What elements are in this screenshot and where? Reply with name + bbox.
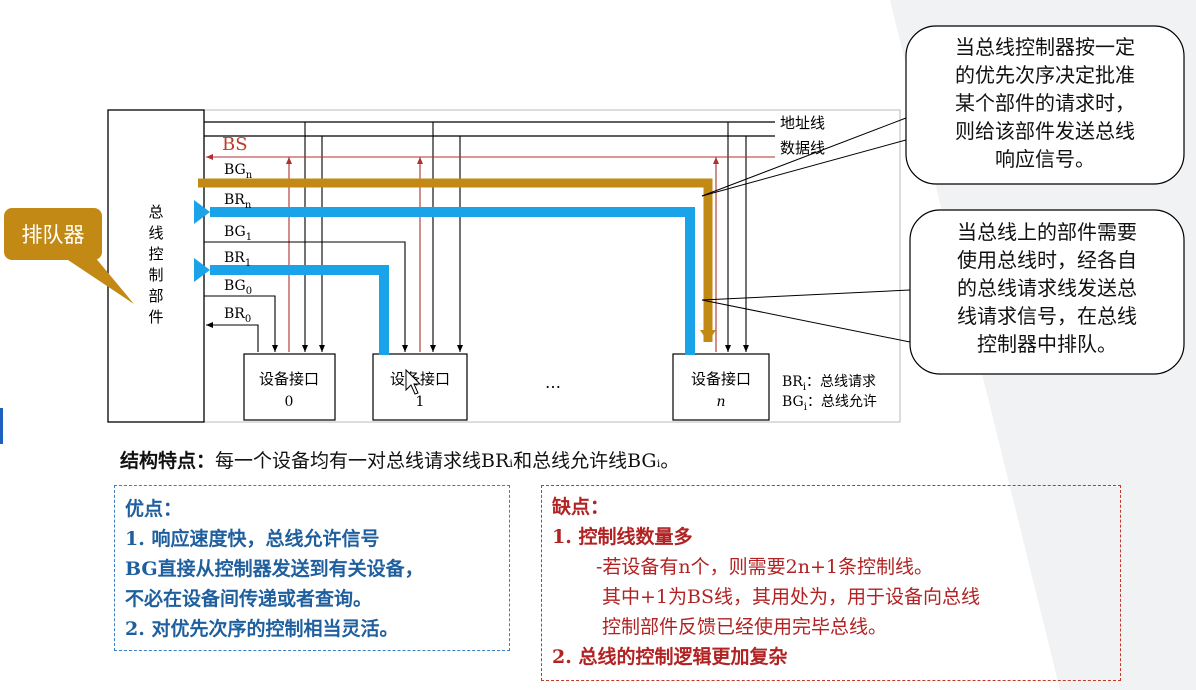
address-line-label: 地址线 <box>780 114 825 132</box>
mouse-cursor-icon <box>405 368 422 395</box>
device-0-title: 设备接口 <box>259 370 319 388</box>
advantages-title: 优点： <box>125 498 183 520</box>
disadvantages-item-1: 1. 控制线数量多 <box>552 526 693 548</box>
bus-controller-label-char: 件 <box>148 308 164 326</box>
bg1-label: BG1 <box>224 224 252 243</box>
brn-request-arrow <box>194 200 695 355</box>
bg0-label: BG0 <box>224 278 252 297</box>
disadvantages-sub-1: -若设备有n个，则需要2n+1条控制线。 <box>596 556 933 578</box>
device-interface-n <box>672 353 770 421</box>
advantages-line-1: 1. 响应速度快，总线允许信号 <box>125 528 380 550</box>
device-n-index: n <box>716 394 725 410</box>
advantages-line-3: 不必在设备间传递或者查询。 <box>125 588 373 610</box>
structure-characteristics: 结构特点：每一个设备均有一对总线请求线BRᵢ和总线允许线BGᵢ。 <box>120 446 679 473</box>
bus-controller-label-char: 部 <box>148 287 164 305</box>
bg-grant-arrow <box>198 178 716 342</box>
bg1-line <box>204 241 408 352</box>
disadvantages-box: 缺点： 1. 控制线数量多 -若设备有n个，则需要2n+1条控制线。 其中+1为… <box>541 485 1121 681</box>
device-0-index: 0 <box>285 394 294 410</box>
bus-controller-label-char: 线 <box>148 224 164 242</box>
structure-label: 结构特点： <box>120 450 216 472</box>
callout-top <box>905 25 1185 185</box>
structure-text: 每一个设备均有一对总线请求线BRᵢ和总线允许线BGᵢ。 <box>215 450 680 472</box>
bus-controller-box <box>107 109 205 423</box>
callout-pointers <box>701 117 911 343</box>
br1-label: BR1 <box>224 250 251 269</box>
callout-bottom-text: 当总线上的部件需要 使用总线时，经各自 的总线请求线发送总 线请求信号，在总线 … <box>957 220 1137 356</box>
callout-bottom <box>909 209 1185 375</box>
br1-request-arrow <box>194 258 389 355</box>
queue-label: 排队器 <box>4 208 102 260</box>
device-1-index: 1 <box>416 394 425 410</box>
bg0-line <box>204 295 278 352</box>
device-n-title: 设备接口 <box>691 370 751 388</box>
bus-controller-label-char: 控 <box>148 245 164 263</box>
disadvantages-title: 缺点： <box>552 496 610 518</box>
queue-pointer <box>62 256 134 304</box>
advantages-box: 优点： 1. 响应速度快，总线允许信号 BG直接从控制器发送到有关设备， 不必在… <box>114 485 510 651</box>
advantages-line-2: BG直接从控制器发送到有关设备， <box>125 558 424 580</box>
br0-line <box>206 322 259 352</box>
data-line-label: 数据线 <box>780 139 825 157</box>
brn-label: BRn <box>224 192 252 211</box>
device-ellipsis: … <box>545 373 561 392</box>
advantages-line-4: 2. 对优先次序的控制相当灵活。 <box>125 618 399 640</box>
legend-bgi: BGi：总线允许 <box>782 394 877 413</box>
bus-controller-label-char: 总 <box>148 203 164 221</box>
bus-drops <box>302 122 749 352</box>
slide-marker <box>0 408 3 444</box>
device-1-title: 设备接口 <box>390 370 450 388</box>
bgn-label: BGn <box>224 162 253 181</box>
callout-top-text: 当总线控制器按一定 的优先次序决定批准 某个部件的请求时， 则给该部件发送总线 … <box>955 35 1135 171</box>
disadvantages-item-2: 2. 总线的控制逻辑更加复杂 <box>552 646 788 668</box>
disadvantages-sub-2: 其中+1为BS线，其用处为，用于设备向总线 <box>602 586 980 608</box>
disadvantages-sub-3: 控制部件反馈已经使用完毕总线。 <box>602 616 888 638</box>
bs-label: BS <box>222 134 248 155</box>
device-interface-0 <box>243 353 336 421</box>
bus-controller-label: 总线控制部件 <box>146 202 166 328</box>
bs-drops <box>286 157 719 352</box>
legend-bri: BRi：总线请求 <box>782 374 876 393</box>
bus-controller-label-char: 制 <box>148 266 164 284</box>
br0-label: BR0 <box>224 306 251 325</box>
device-interface-1 <box>372 353 468 421</box>
